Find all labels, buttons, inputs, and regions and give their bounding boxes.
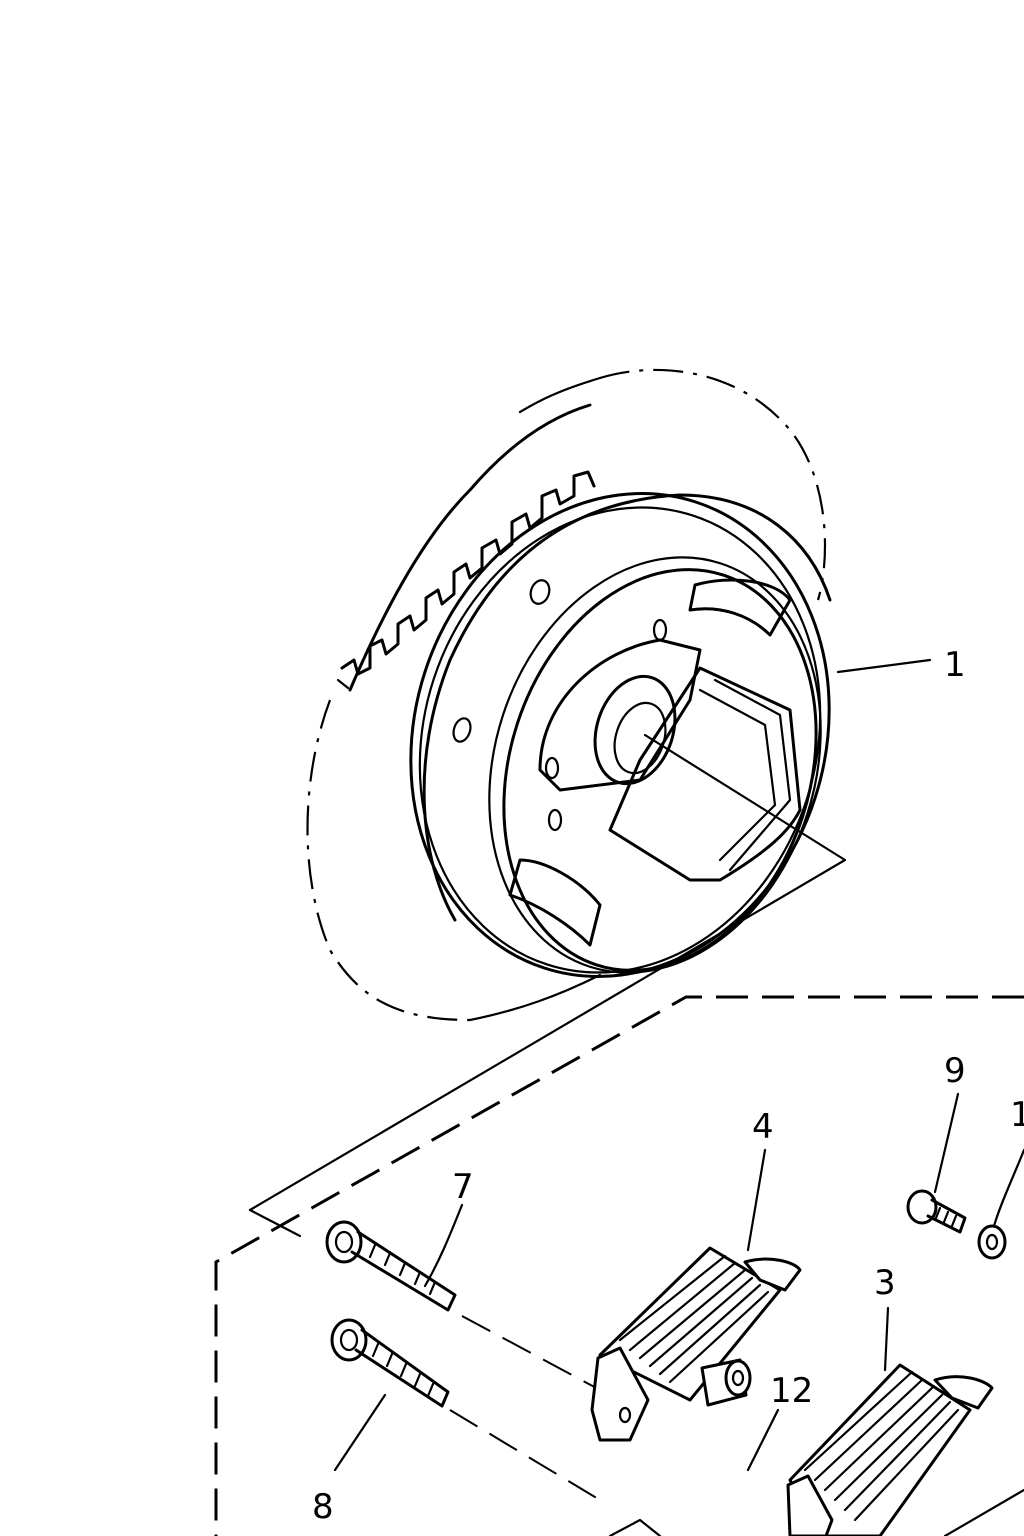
leader-line-10 [992,1148,1024,1228]
leader-line-3 [883,1306,890,1372]
callout-10: 1 [1010,1095,1024,1135]
collar-12 [700,1358,752,1407]
partial-part-bottom [608,1518,662,1536]
callout-9: 9 [944,1051,966,1091]
callout-8: 8 [312,1487,334,1527]
callout-7: 7 [452,1167,474,1207]
screw-9 [906,1189,967,1234]
flywheel-rotor [248,368,847,1212]
callout-3: 3 [874,1263,896,1303]
charge-coil-3 [786,1363,994,1536]
leader-line-4 [746,1148,767,1252]
leader-line-9 [933,1092,960,1194]
callout-4: 4 [752,1107,774,1147]
partial-part-edge [943,1488,1024,1536]
stator-assembly-boundary [214,995,1024,1536]
callout-12: 12 [770,1371,813,1411]
lighting-coil-4 [590,1246,802,1442]
leader-line-8 [333,1393,387,1472]
leader-line-7 [423,1203,464,1288]
axis-line-end [248,1208,302,1238]
leader-line-12 [746,1408,780,1472]
callout-1: 1 [944,645,966,685]
leader-line-1 [836,658,932,674]
bolt-7 [325,1220,457,1312]
bolt-8 [330,1318,450,1408]
washer-10 [977,1224,1007,1260]
